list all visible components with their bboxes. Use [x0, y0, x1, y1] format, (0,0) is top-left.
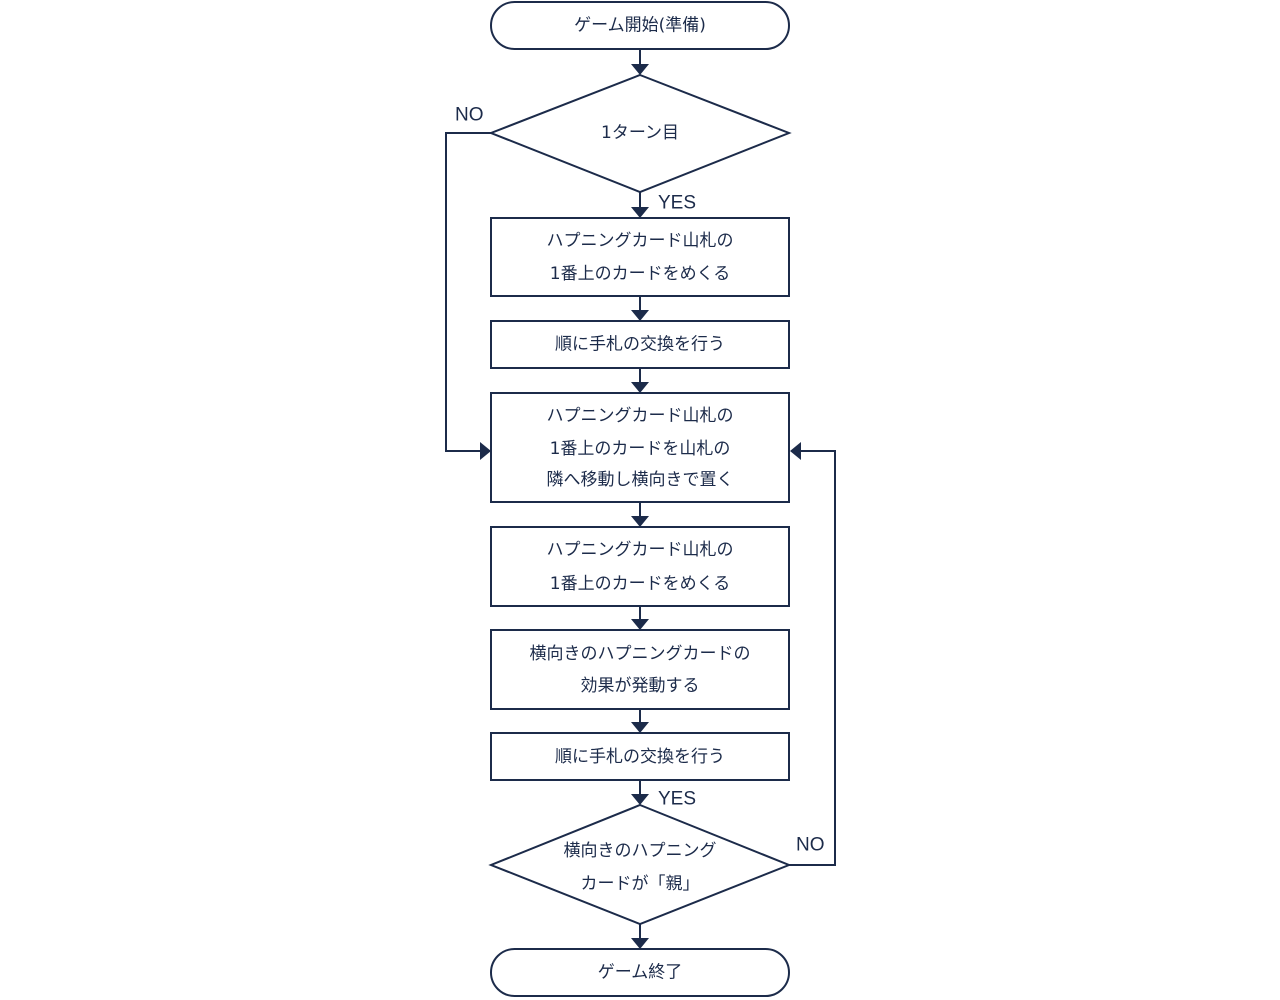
arrowhead-first-turn: [631, 64, 649, 75]
flip-top-1-line-2: 1番上のカードをめくる: [550, 264, 730, 284]
arrowhead-is-parent-no: [790, 442, 801, 460]
flip-top-2-box: [490, 526, 790, 607]
arrowhead-flip-top-2: [631, 516, 649, 527]
is-parent-line-1: 横向きのハプニング: [564, 841, 717, 861]
node-end: ゲーム終了: [490, 948, 790, 997]
end-label: ゲーム終了: [598, 963, 683, 983]
start-label: ゲーム開始(準備): [574, 16, 706, 36]
exchange-1-label: 順に手札の交換を行う: [555, 335, 725, 355]
arrowhead-move-sideways: [631, 382, 649, 393]
arrowhead-first-turn-no: [480, 442, 491, 460]
connector-first-turn-no: [445, 132, 491, 452]
is-parent-decision: [488, 803, 792, 926]
first-turn-decision: [488, 73, 792, 194]
arrowhead-exchange-2: [631, 722, 649, 733]
effect-line-1: 横向きのハプニングカードの: [530, 644, 751, 664]
connectors: [445, 49, 836, 949]
node-first-turn: 1ターン目: [488, 73, 792, 194]
exchange-2-label: 順に手札の交換を行う: [555, 747, 725, 767]
exchange-1-box: [490, 320, 790, 369]
is-parent-yes-label: YES: [658, 789, 696, 810]
exchange-2-box: [490, 732, 790, 781]
first-turn-yes-label: YES: [658, 193, 696, 214]
move-sideways-box: [490, 392, 790, 503]
node-move-sideways: ハプニングカード山札の 1番上のカードを山札の 隣へ移動し横向きで置く: [490, 392, 790, 503]
arrowhead-effect: [631, 619, 649, 630]
node-flip-top-2: ハプニングカード山札の 1番上のカードをめくる: [490, 526, 790, 607]
node-exchange-1: 順に手札の交換を行う: [490, 320, 790, 369]
flip-top-1-box: [490, 217, 790, 297]
arrowhead-is-parent: [631, 794, 649, 805]
node-start: ゲーム開始(準備): [490, 1, 790, 50]
connector-is-parent-no: [789, 450, 836, 866]
move-sideways-line-1: ハプニングカード山札の: [547, 406, 734, 426]
node-exchange-2: 順に手札の交換を行う: [490, 732, 790, 781]
node-effect: 横向きのハプニングカードの 効果が発動する: [490, 629, 790, 710]
node-is-parent: 横向きのハプニング カードが「親」: [488, 803, 792, 926]
end-terminal: [490, 948, 790, 997]
first-turn-no-label: NO: [455, 105, 484, 126]
arrowhead-end: [631, 938, 649, 949]
effect-line-2: 効果が発動する: [581, 676, 700, 696]
arrowhead-flip-top-1: [631, 207, 649, 218]
flip-top-2-line-1: ハプニングカード山札の: [547, 540, 734, 560]
flip-top-2-line-2: 1番上のカードをめくる: [550, 574, 730, 594]
is-parent-no-label: NO: [796, 835, 825, 856]
arrowhead-exchange-1: [631, 310, 649, 321]
flip-top-1-line-1: ハプニングカード山札の: [547, 231, 734, 251]
first-turn-label: 1ターン目: [601, 123, 679, 143]
move-sideways-line-3: 隣へ移動し横向きで置く: [547, 470, 734, 490]
move-sideways-line-2: 1番上のカードを山札の: [550, 439, 731, 459]
start-terminal: [490, 1, 790, 50]
effect-box: [490, 629, 790, 710]
is-parent-line-2: カードが「親」: [581, 874, 700, 894]
node-flip-top-1: ハプニングカード山札の 1番上のカードをめくる: [490, 217, 790, 297]
